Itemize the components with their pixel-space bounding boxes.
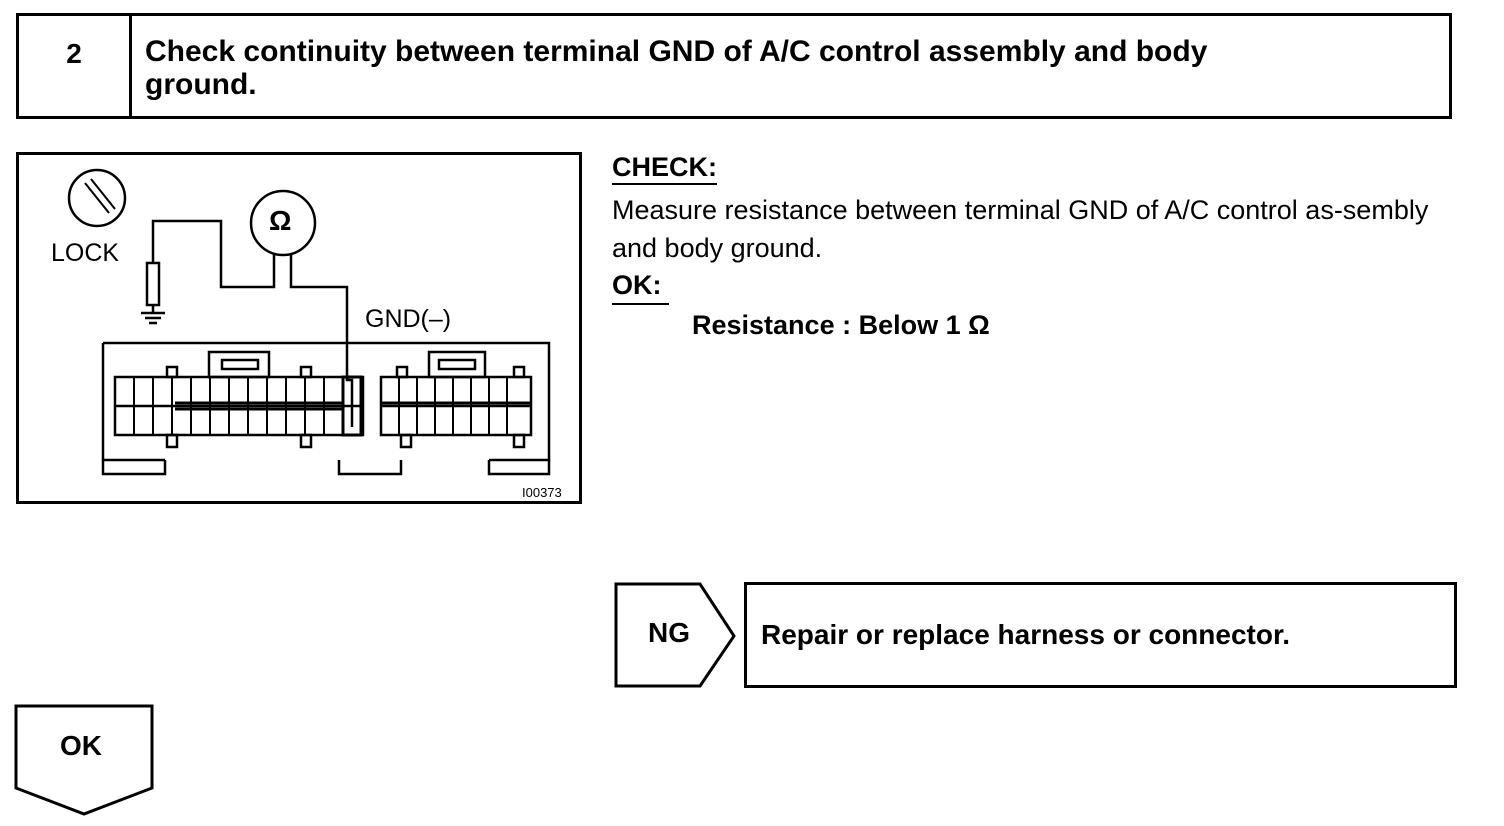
ok-value: Resistance : Below 1 Ω <box>692 310 990 340</box>
figure-code: I00373 <box>522 485 562 500</box>
step-title: Check continuity between terminal GND of… <box>132 16 1449 116</box>
check-text: Measure resistance between terminal GND … <box>612 195 1429 263</box>
connector-diagram: LOCK Ω GND(–) I00373 <box>16 152 582 504</box>
lock-label: LOCK <box>51 239 120 267</box>
ok-label: OK: <box>612 270 669 305</box>
ng-arrow-tag <box>614 582 736 688</box>
step-title-line2: ground. <box>145 68 257 101</box>
lock-icon <box>67 168 127 228</box>
step-number: 2 <box>19 16 132 116</box>
diagram-drawing <box>67 168 551 476</box>
step-header: 2 Check continuity between terminal GND … <box>16 13 1452 119</box>
gnd-label: GND(–) <box>365 305 452 333</box>
ng-label: NG <box>648 617 690 648</box>
ng-action-box: Repair or replace harness or connector. <box>744 582 1457 688</box>
ohmmeter-symbol: Ω <box>269 205 292 236</box>
ok-next-label: OK <box>60 730 102 761</box>
ohmmeter-icon <box>249 189 317 257</box>
ok-arrow-tag <box>14 704 154 816</box>
step-title-line1: Check continuity between terminal GND of… <box>145 35 1208 68</box>
check-label: CHECK: <box>612 152 717 185</box>
